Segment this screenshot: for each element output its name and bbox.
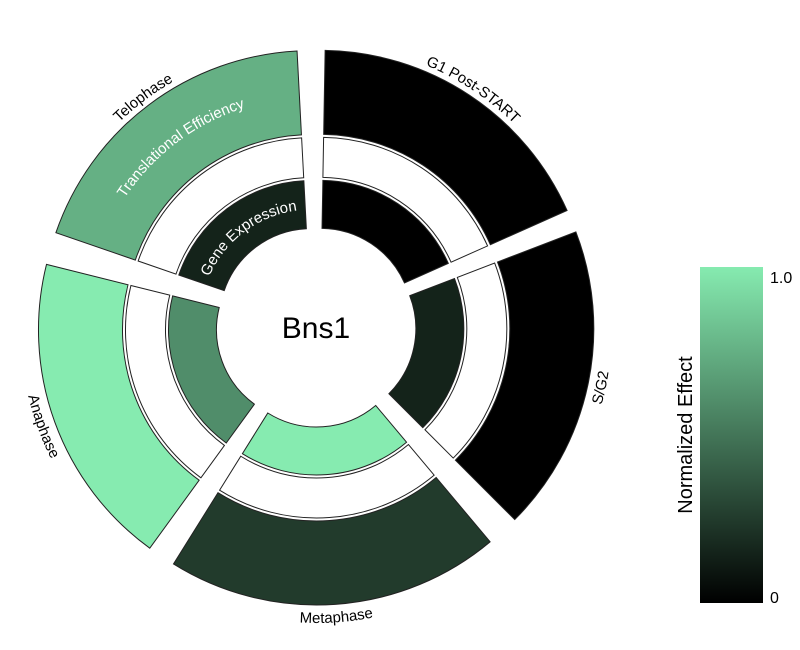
segment-s-g2-ring-0 [388, 277, 465, 429]
segment-metaphase-ring-1 [218, 443, 435, 519]
segment-metaphase-ring-0 [241, 404, 408, 476]
colorbar-min-label: 0 [770, 590, 779, 607]
segment-anaphase-ring-2 [37, 263, 200, 549]
segment-g1-post-start-ring-0 [321, 179, 449, 284]
colorbar-max-label: 1.0 [770, 270, 792, 287]
segment-telophase-ring-0 [178, 180, 307, 292]
ring-segments [37, 49, 595, 606]
segment-telophase-ring-1 [137, 137, 305, 275]
phase-label-metaphase: Metaphase [299, 605, 374, 627]
segment-anaphase-ring-1 [124, 284, 226, 479]
colorbar-title: Normalized Effect [675, 356, 697, 514]
phase-label-s-g2: S/G2 [589, 370, 613, 407]
segment-anaphase-ring-0 [168, 295, 256, 444]
colorbar: 1.0 0 Normalized Effect [675, 267, 792, 607]
segment-g1-post-start-ring-2 [323, 49, 568, 246]
segment-g1-post-start-ring-1 [322, 136, 489, 263]
colorbar-gradient [700, 267, 763, 603]
segment-telophase-ring-2 [55, 50, 302, 261]
segment-s-g2-ring-1 [424, 262, 508, 459]
center-gene-label: Bns1 [282, 312, 350, 345]
segment-metaphase-ring-2 [172, 476, 491, 606]
segment-s-g2-ring-2 [454, 231, 595, 521]
